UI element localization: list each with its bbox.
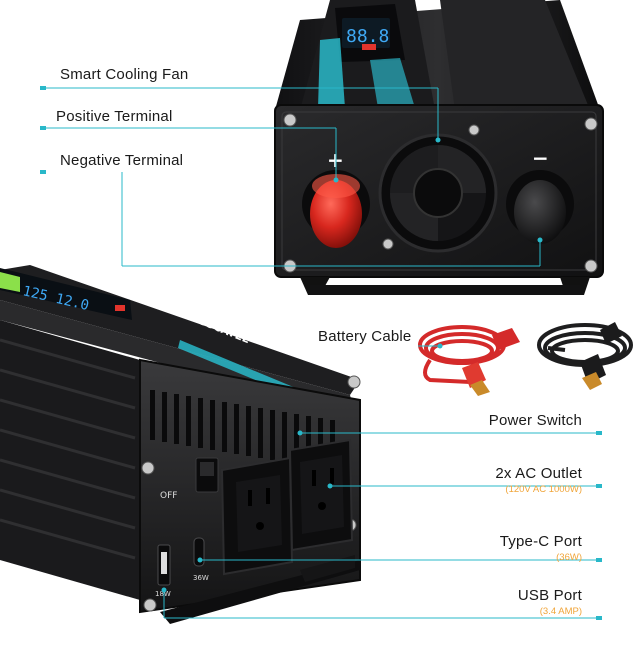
- inverter-rear-view: 88.8 +: [274, 0, 604, 295]
- top-lcd-display: 88.8: [318, 4, 415, 108]
- red-cable: [418, 325, 506, 384]
- negative-terminal: −: [506, 146, 574, 244]
- cooling-fan: [378, 133, 498, 253]
- positive-label: Positive Terminal: [56, 108, 173, 125]
- switch-label: Power Switch: [488, 412, 582, 429]
- callout-battery-cable: Battery Cable: [318, 328, 411, 346]
- typec-sublabel: (36W): [556, 552, 582, 563]
- usb-label: USB Port: [517, 587, 582, 604]
- side-ribs: [0, 338, 136, 560]
- callout-dots: [40, 86, 602, 620]
- usb-rating-mark: 18W: [155, 590, 171, 598]
- inverter-front-view: 125 12.0 EGSCATEE OF: [0, 265, 361, 624]
- fan-label: Smart Cooling Fan: [60, 66, 189, 83]
- callout-usb-port: USB Port (3.4 AMP): [518, 587, 582, 617]
- outlet-label: 2x AC Outlet: [495, 465, 582, 482]
- negative-label: Negative Terminal: [60, 152, 184, 169]
- power-switch: OFF ON: [160, 457, 236, 501]
- callout-negative-terminal: Negative Terminal: [60, 152, 183, 170]
- black-clamp: [580, 322, 622, 390]
- red-clamp: [462, 328, 520, 396]
- rear-screws: [283, 113, 598, 273]
- callout-power-switch: Power Switch: [489, 412, 582, 430]
- minus-mark: −: [532, 146, 549, 170]
- typec-label: Type-C Port: [499, 533, 582, 550]
- ac-outlets: [220, 438, 354, 576]
- typec-rating-mark: 36W: [193, 574, 209, 582]
- plus-mark: +: [327, 148, 344, 172]
- vent-slots: [150, 390, 335, 470]
- callout-lines: [44, 87, 600, 619]
- outlet-sublabel: (120V AC 1000W): [505, 484, 582, 495]
- callout-positive-terminal: Positive Terminal: [56, 108, 173, 126]
- battery-cables: [418, 322, 633, 396]
- switch-off-label: OFF: [160, 491, 177, 501]
- callout-typec-port: Type-C Port (36W): [500, 533, 582, 563]
- usb-sublabel: (3.4 AMP): [539, 606, 582, 617]
- callout-ac-outlet: 2x AC Outlet (120V AC 1000W): [495, 465, 582, 495]
- cable-label: Battery Cable: [318, 328, 412, 345]
- usb-port: 18W: [155, 544, 171, 598]
- top-readout-text: 88.8: [346, 26, 389, 47]
- callout-smart-cooling-fan: Smart Cooling Fan: [60, 66, 188, 84]
- positive-terminal: +: [302, 148, 370, 248]
